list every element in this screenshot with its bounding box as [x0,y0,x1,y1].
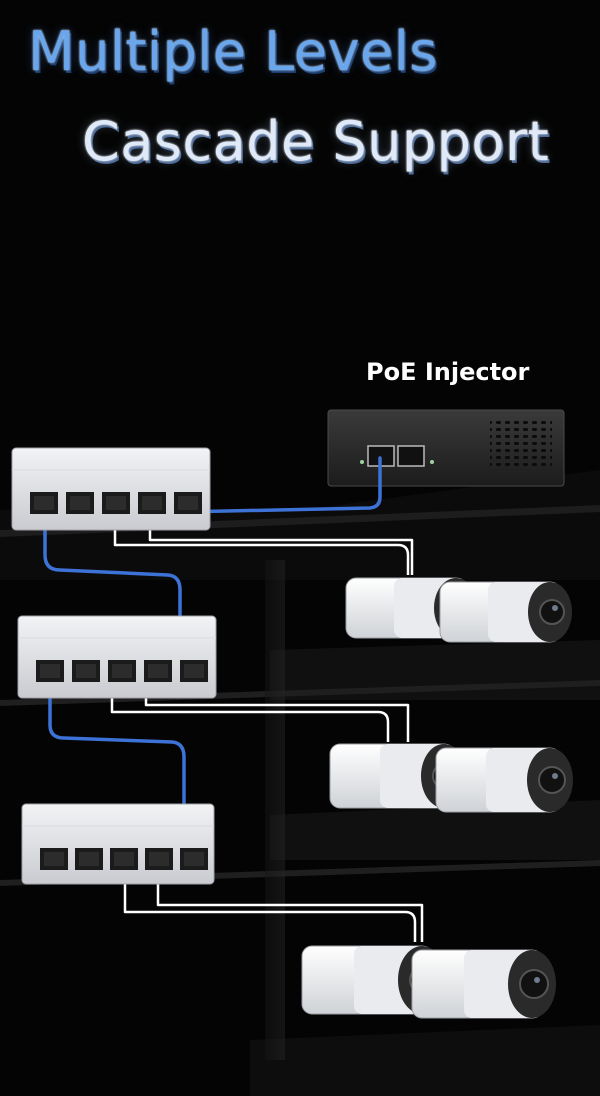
uplink-cables [43,456,382,864]
poe-switch [11,447,211,531]
poe-switch [21,803,215,885]
poe-switch [17,615,217,699]
headline-line-1: Multiple Levels [28,20,438,83]
headline-line-2: Cascade Support [82,110,550,173]
bullet-camera [411,949,556,1019]
bullet-camera [439,581,572,643]
poe-injector-label: PoE Injector [366,358,530,386]
bullet-camera [435,747,573,813]
poe-injector [327,409,565,487]
